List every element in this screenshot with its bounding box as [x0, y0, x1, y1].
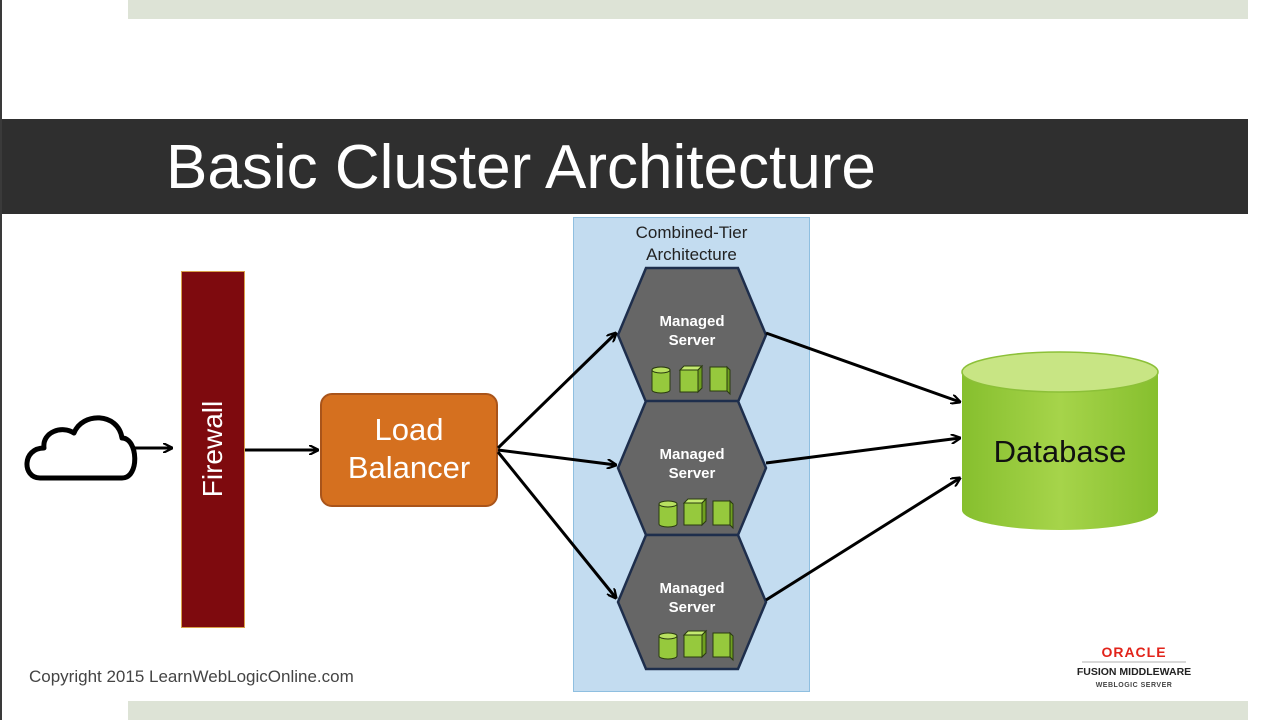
- load-balancer-label: Load Balancer: [320, 411, 498, 487]
- top-accent-strip: [128, 0, 1248, 19]
- server-1-label: Managed Server: [619, 312, 765, 350]
- arrow-server-2-to-database: [765, 438, 960, 465]
- server-2-label-line1: Managed: [659, 446, 725, 463]
- slide-title: Basic Cluster Architecture: [166, 133, 876, 202]
- left-border-line: [0, 0, 2, 720]
- copyright-text: Copyright 2015 LearnWebLogicOnline.com: [29, 667, 354, 686]
- title-bar: [2, 119, 1248, 214]
- oracle-logo-line1: FUSION MIDDLEWARE: [1077, 666, 1191, 678]
- cloud-icon: [24, 415, 138, 481]
- server-3-label-line1: Managed: [659, 580, 725, 597]
- bottom-accent-strip: [128, 701, 1248, 720]
- oracle-logo: ORACLE FUSION MIDDLEWARE WEBLOGIC SERVER: [1077, 644, 1191, 689]
- arrow-lb-to-server-3: [496, 451, 616, 598]
- load-balancer-block: [320, 393, 498, 507]
- database-label: Database: [993, 434, 1127, 469]
- server-2-components-icon: [658, 497, 734, 530]
- server-1-label-line1: Managed: [659, 313, 725, 330]
- oracle-logo-brand: ORACLE: [1101, 644, 1166, 660]
- firewall-block: [181, 271, 245, 628]
- arrow-lb-to-server-2: [497, 448, 616, 465]
- server-3-components-icon: [658, 629, 734, 662]
- arrow-server-3-to-database: [765, 478, 960, 602]
- server-3-label: Managed Server: [619, 579, 765, 617]
- combined-tier-label: Combined-Tier Architecture: [573, 222, 810, 266]
- server-2-label-line2: Server: [668, 465, 716, 482]
- tier-label-line2: Architecture: [646, 245, 737, 264]
- tier-label-line1: Combined-Tier: [635, 223, 748, 242]
- oracle-logo-line2: WEBLOGIC SERVER: [1096, 682, 1173, 689]
- database-cylinder: [961, 351, 1159, 530]
- server-3-label-line2: Server: [668, 599, 716, 616]
- arrow-lb-to-server-1: [496, 333, 616, 450]
- arrow-server-1-to-database: [765, 331, 960, 402]
- server-1-label-line2: Server: [668, 332, 716, 349]
- server-1-components-icon: [651, 364, 731, 396]
- server-2-label: Managed Server: [619, 445, 765, 483]
- load-balancer-line1: Load: [374, 412, 444, 447]
- load-balancer-line2: Balancer: [347, 450, 471, 485]
